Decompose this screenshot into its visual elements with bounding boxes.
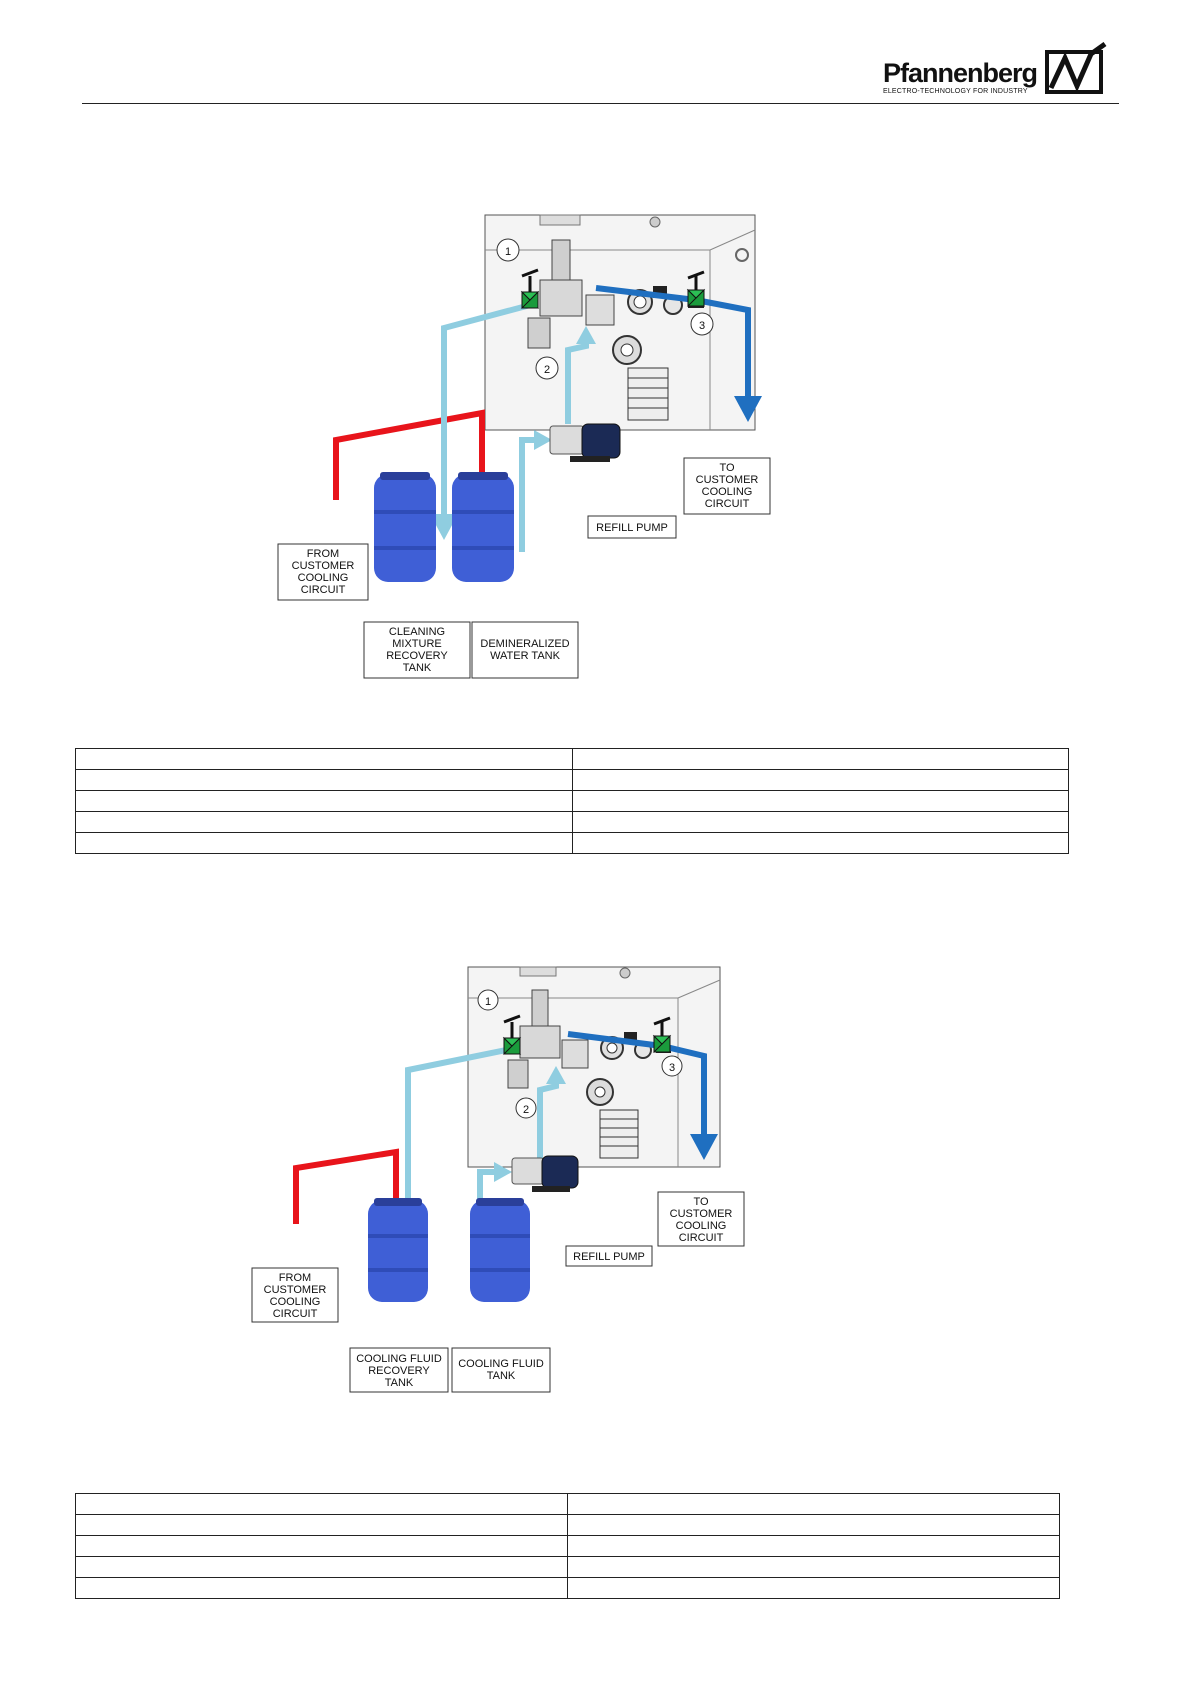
svg-text:1: 1 [485,996,491,1008]
table-row [75,748,1069,770]
table-row [75,1493,1060,1515]
water-tank-label: DEMINERALIZED WATER TANK [471,621,579,679]
flushing-diagram-cleaning: 1 2 3 [277,214,771,679]
svg-text:RECOVERY: RECOVERY [386,650,448,662]
company-logo: Pfannenberg ELECTRO-TECHNOLOGY FOR INDUS… [883,42,1109,100]
valve-1-icon [520,268,540,309]
svg-text:COOLING: COOLING [270,1296,321,1308]
table-2 [75,1493,1060,1599]
svg-text:FROM: FROM [307,548,339,560]
refill-pump-label: REFILL PUMP [565,1245,653,1267]
to-circuit-line [567,1031,718,1160]
flushing-diagram-cooling-fluid: 1 2 3 [251,966,745,1393]
valve-3-icon [686,270,706,307]
svg-text:TANK: TANK [487,1370,516,1382]
svg-text:COOLING FLUID: COOLING FLUID [356,1353,442,1365]
valve-3-icon [652,1016,672,1053]
svg-text:TO: TO [719,462,735,474]
svg-text:3: 3 [669,1062,675,1074]
svg-text:3: 3 [699,320,705,332]
brand-tagline: ELECTRO-TECHNOLOGY FOR INDUSTRY [882,88,1028,95]
svg-text:TO: TO [693,1196,709,1208]
svg-text:COOLING: COOLING [676,1220,727,1232]
table-row [75,1577,1060,1599]
table-row [75,832,1069,854]
to-circuit-label: TO CUSTOMER COOLING CIRCUIT [683,457,771,515]
fluid-tank-icon [470,1198,530,1302]
recovery-tank-label: COOLING FLUID RECOVERY TANK [349,1347,449,1393]
svg-text:TANK: TANK [403,662,432,674]
to-circuit-label: TO CUSTOMER COOLING CIRCUIT [657,1191,745,1247]
callout-2: 2 [515,1097,537,1119]
recovery-tank-label: CLEANING MIXTURE RECOVERY TANK [363,621,471,679]
label-plates [627,367,669,421]
callout-1: 1 [477,989,499,1011]
label-plates [599,1109,639,1159]
water-tank-icon [452,472,514,582]
svg-text:1: 1 [505,246,511,258]
page-header [82,40,1119,104]
table-row [75,811,1069,833]
refill-line [519,326,596,552]
svg-text:2: 2 [544,364,550,376]
svg-text:CIRCUIT: CIRCUIT [301,584,346,596]
svg-text:MIXTURE: MIXTURE [392,638,442,650]
svg-text:REFILL PUMP: REFILL PUMP [596,522,668,534]
callout-1: 1 [496,238,520,262]
svg-text:TANK: TANK [385,1377,414,1389]
table-row [75,790,1069,812]
svg-text:CIRCUIT: CIRCUIT [705,498,750,510]
table-row [75,1535,1060,1557]
table-row [75,769,1069,791]
svg-text:WATER TANK: WATER TANK [490,650,561,662]
refill-pump-icon [549,423,621,462]
svg-text:FROM: FROM [279,1272,311,1284]
refill-pump-label: REFILL PUMP [587,515,677,539]
table-row [75,1556,1060,1578]
from-circuit-label: FROM CUSTOMER COOLING CIRCUIT [277,543,369,601]
svg-text:CUSTOMER: CUSTOMER [670,1208,733,1220]
recovery-tank-icon [374,472,436,582]
svg-text:COOLING: COOLING [702,486,753,498]
return-line [430,301,535,540]
svg-text:2: 2 [523,1104,529,1116]
table-row [75,1514,1060,1536]
svg-text:CUSTOMER: CUSTOMER [696,474,759,486]
from-circuit-label: FROM CUSTOMER COOLING CIRCUIT [251,1267,339,1323]
svg-text:CIRCUIT: CIRCUIT [273,1308,318,1320]
svg-text:COOLING FLUID: COOLING FLUID [458,1358,544,1370]
svg-text:CUSTOMER: CUSTOMER [264,1284,327,1296]
to-circuit-line [595,285,762,422]
svg-text:CUSTOMER: CUSTOMER [292,560,355,572]
recovery-tank-icon [368,1198,428,1302]
brand-name: Pfannenberg [882,58,1038,88]
svg-text:RECOVERY: RECOVERY [368,1365,430,1377]
svg-text:COOLING: COOLING [298,572,349,584]
refill-pump-icon [511,1155,579,1192]
callout-3: 3 [690,312,714,336]
svg-text:CLEANING: CLEANING [389,626,445,638]
table-1 [75,748,1069,854]
callout-3: 3 [661,1055,683,1077]
svg-text:DEMINERALIZED: DEMINERALIZED [480,638,569,650]
svg-text:REFILL PUMP: REFILL PUMP [573,1251,645,1263]
callout-2: 2 [535,356,559,380]
svg-text:CIRCUIT: CIRCUIT [679,1232,724,1244]
chiller-unit [467,966,721,1168]
valve-1-icon [502,1014,522,1055]
pfannenberg-logo-icon [1045,42,1107,94]
chiller-unit [484,214,756,431]
fluid-tank-label: COOLING FLUID TANK [451,1347,551,1393]
